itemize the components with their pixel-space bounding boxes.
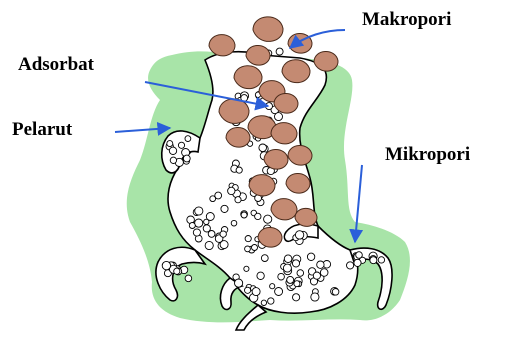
solvent-molecule bbox=[241, 212, 247, 218]
solvent-molecule bbox=[245, 287, 251, 293]
solvent-molecule bbox=[228, 187, 235, 194]
solvent-molecule bbox=[257, 272, 264, 279]
solvent-molecule bbox=[270, 284, 275, 289]
solvent-molecule bbox=[283, 264, 291, 272]
solvent-molecule bbox=[167, 141, 173, 147]
solvent-molecule bbox=[294, 281, 300, 287]
solvent-molecule bbox=[307, 253, 314, 260]
solvent-molecule bbox=[244, 266, 249, 271]
solvent-molecule bbox=[252, 245, 258, 251]
adsorbate-particle bbox=[274, 93, 298, 113]
solvent-molecule bbox=[169, 147, 176, 154]
solvent-molecule bbox=[235, 279, 243, 287]
solvent-molecule bbox=[203, 225, 210, 232]
solvent-molecule bbox=[195, 219, 203, 227]
solvent-molecule bbox=[189, 223, 195, 229]
solvent-molecule bbox=[370, 257, 377, 264]
solvent-molecule bbox=[183, 155, 190, 162]
solvent-molecule bbox=[275, 288, 283, 296]
adsorbate-particle bbox=[246, 45, 270, 65]
makropori-label: Makropori bbox=[362, 10, 451, 29]
solvent-molecule bbox=[162, 261, 170, 269]
solvent-molecule bbox=[259, 144, 267, 152]
adsorbate-particle bbox=[314, 51, 338, 71]
adsorbate-particle bbox=[286, 173, 310, 193]
solvent-molecule bbox=[320, 269, 328, 277]
adsorbate-particle bbox=[258, 227, 282, 247]
solvent-molecule bbox=[210, 196, 216, 202]
solvent-molecule bbox=[297, 270, 304, 277]
solvent-molecule bbox=[220, 241, 228, 249]
solvent-molecule bbox=[261, 300, 266, 305]
solvent-molecule bbox=[185, 275, 192, 282]
solvent-molecule bbox=[221, 205, 228, 212]
adsorbate-particle bbox=[226, 127, 250, 147]
solvent-molecule bbox=[236, 167, 242, 173]
pelarut-label: Pelarut bbox=[12, 120, 72, 139]
solvent-molecule bbox=[293, 294, 300, 301]
solvent-molecule bbox=[252, 288, 260, 296]
adsorbate-particle bbox=[288, 145, 312, 165]
solvent-molecule bbox=[170, 157, 176, 163]
solvent-molecule bbox=[284, 255, 292, 263]
solvent-molecule bbox=[204, 219, 209, 224]
solvent-molecule bbox=[295, 231, 303, 239]
mikropori-label: Mikropori bbox=[385, 145, 470, 164]
solvent-molecule bbox=[174, 268, 180, 274]
solvent-molecule bbox=[278, 273, 285, 280]
adsorbate-particle bbox=[253, 17, 283, 42]
solvent-molecule bbox=[268, 298, 274, 304]
adsorbate-particle bbox=[234, 66, 262, 89]
solvent-molecule bbox=[347, 262, 354, 269]
solvent-molecule bbox=[317, 261, 324, 268]
adsorbate-particle bbox=[219, 99, 249, 124]
adsorbate-particle bbox=[271, 123, 297, 144]
solvent-molecule bbox=[245, 246, 251, 252]
adsorbate-particle bbox=[264, 149, 288, 169]
solvent-molecule bbox=[311, 293, 319, 301]
solvent-molecule bbox=[276, 48, 283, 55]
solvent-molecule bbox=[287, 276, 294, 283]
adsorbate-particle bbox=[209, 35, 235, 56]
solvent-molecule bbox=[205, 241, 213, 249]
adsorbat-label: Adsorbat bbox=[18, 55, 94, 74]
solvent-molecule bbox=[185, 136, 191, 142]
solvent-molecule bbox=[261, 255, 268, 262]
solvent-molecule bbox=[245, 236, 251, 242]
solvent-molecule bbox=[313, 272, 320, 279]
adsorbate-particle bbox=[249, 175, 275, 196]
solvent-molecule bbox=[193, 229, 200, 236]
adsorbate-particle bbox=[282, 60, 310, 83]
solvent-molecule bbox=[275, 113, 283, 121]
solvent-molecule bbox=[255, 213, 261, 219]
solvent-molecule bbox=[378, 257, 384, 263]
solvent-molecule bbox=[332, 289, 339, 296]
solvent-molecule bbox=[195, 207, 203, 215]
adsorbate-particle bbox=[271, 199, 297, 220]
adsorbate-particle bbox=[295, 208, 317, 226]
solvent-molecule bbox=[292, 260, 299, 267]
solvent-molecule bbox=[220, 231, 226, 237]
solvent-molecule bbox=[356, 252, 363, 259]
solvent-molecule bbox=[264, 215, 272, 223]
solvent-molecule bbox=[231, 220, 237, 226]
solvent-molecule bbox=[354, 259, 361, 266]
solvent-molecule bbox=[235, 197, 241, 203]
solvent-molecule bbox=[178, 142, 184, 148]
